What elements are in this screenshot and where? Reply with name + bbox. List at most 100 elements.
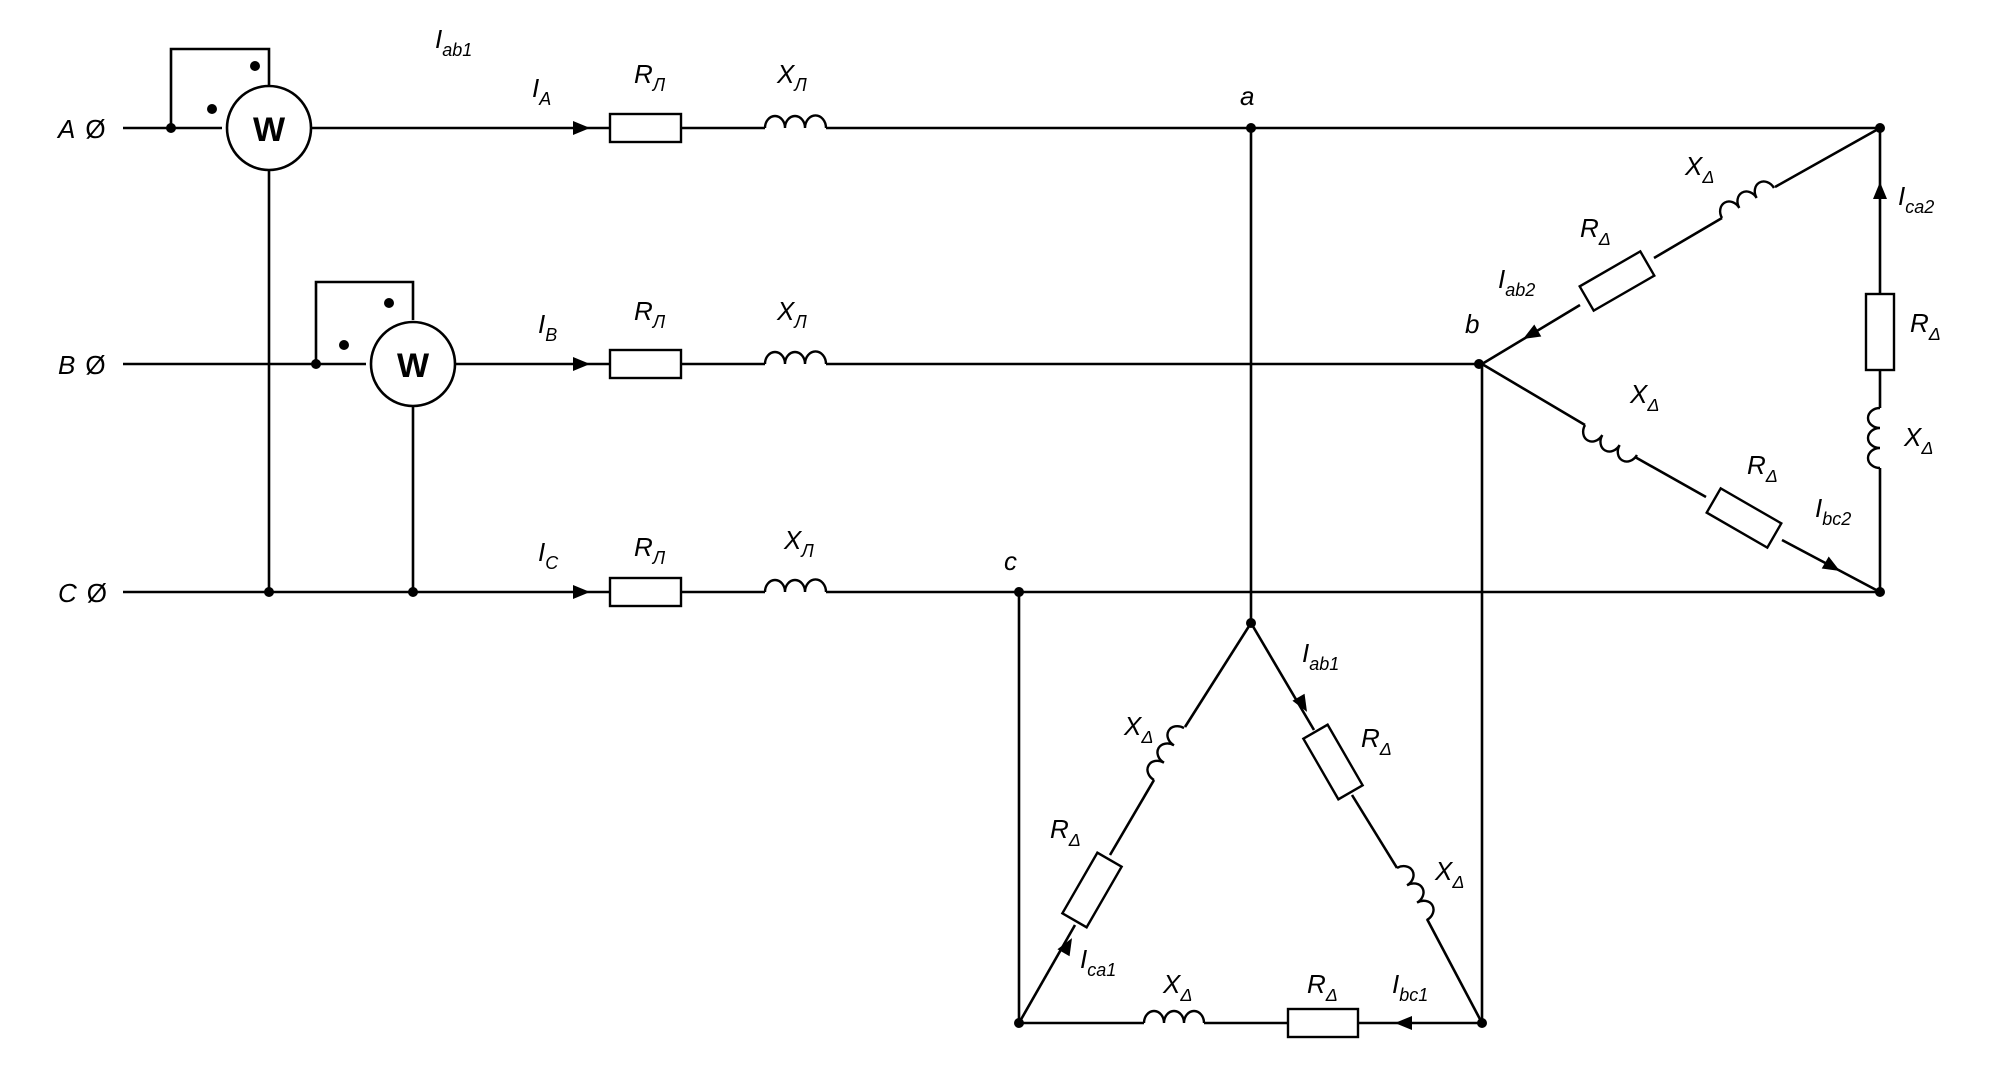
label-delta1-x-ab: XΔ	[1434, 856, 1464, 892]
label-delta2-r-ab: RΔ	[1580, 213, 1611, 249]
wire-node-b-down	[1479, 362, 1484, 1023]
delta1-side-ab	[1249, 622, 1316, 731]
delta1-side-ab	[1425, 918, 1484, 1024]
label-line-r: RЛ	[634, 59, 666, 95]
label-i-bc1: Ibc1	[1392, 969, 1428, 1005]
label-delta1-r-ca: RΔ	[1050, 814, 1081, 850]
wattmeter-2-label: W	[397, 347, 430, 385]
line-inductor-c	[763, 578, 828, 593]
delta1-inductor-ab	[1396, 864, 1435, 921]
delta1-resistor-ca	[1060, 851, 1124, 929]
label-delta2-x-ab: XΔ	[1684, 151, 1714, 187]
delta2-side-bc	[1634, 455, 1707, 499]
delta2-inductor-bc	[1581, 424, 1638, 463]
label-delta2-r-ca: RΔ	[1910, 308, 1941, 344]
delta2-resistor-bc	[1705, 486, 1783, 550]
line-inductor-a	[763, 114, 828, 129]
junction-dot	[1875, 587, 1885, 597]
inductors	[763, 114, 1881, 1024]
delta2-resistor-ab	[1578, 249, 1656, 313]
label-delta2-r-bc: RΔ	[1747, 450, 1778, 486]
junction-dot	[264, 587, 274, 597]
label-line-r: RЛ	[634, 296, 666, 332]
delta2-resistor-ca	[1864, 292, 1896, 372]
label-i-ab2: Iab2	[1498, 264, 1535, 300]
wattmeter-2-circle	[369, 320, 457, 408]
label-delta1-x-ca: XΔ	[1123, 711, 1153, 747]
arrow-i-c	[573, 585, 590, 599]
junction-dot	[166, 123, 176, 133]
delta1-resistor-ab	[1301, 723, 1365, 801]
delta2-side-ab	[1653, 216, 1723, 260]
label-i-ca1: Ica1	[1080, 944, 1116, 980]
line-resistor-b	[608, 348, 683, 380]
arrow-i-ca1	[1057, 938, 1072, 957]
arrow-i-ca2	[1873, 182, 1887, 199]
delta1-inductor-bc	[1142, 1009, 1206, 1024]
label-line-x: XЛ	[776, 296, 807, 332]
wattmeter-1: W	[207, 61, 313, 172]
delta1-resistor-bc	[1286, 1007, 1360, 1039]
wattmeter-1-link	[169, 47, 271, 128]
delta1-side-ca	[1017, 924, 1077, 1024]
arrow-i-bc1	[1395, 1016, 1412, 1030]
label-line-x: XЛ	[776, 59, 807, 95]
delta1-side-ca	[1108, 779, 1156, 856]
resistors	[608, 112, 1896, 1039]
label-i-c: IC	[538, 537, 559, 573]
label-delta2-x-bc: XΔ	[1629, 379, 1659, 415]
wattmeter-2-polarity-dot	[339, 340, 349, 350]
current-arrows	[573, 121, 1887, 1030]
label-delta2-x-ca: XΔ	[1903, 422, 1933, 458]
junction-dot-c	[1014, 587, 1024, 597]
junction-dot	[1246, 618, 1256, 628]
wattmeter-1-circle	[225, 84, 313, 172]
junction-dot	[311, 359, 321, 369]
arrow-i-a	[573, 121, 590, 135]
wattmeter-2-polarity-dot	[384, 298, 394, 308]
label-node-c: c	[1004, 546, 1017, 576]
wattmeter-2: W	[339, 298, 457, 408]
delta1-inductor-ca	[1146, 724, 1185, 782]
junction-dot-b	[1474, 359, 1484, 369]
delta2-inductor-ca	[1866, 406, 1881, 470]
arrow-i-b	[573, 357, 590, 371]
wattmeter-1-polarity-dot	[207, 104, 217, 114]
junction-dot	[1014, 1018, 1024, 1028]
delta1-side-ab	[1350, 794, 1399, 869]
label-delta1-x-bc: XΔ	[1162, 969, 1192, 1005]
arrow-i-bc2	[1821, 556, 1840, 571]
junction-dots	[166, 123, 1885, 1028]
line-resistor-c	[608, 576, 683, 608]
wattmeter-1-label: W	[253, 111, 286, 149]
label-line-x: XЛ	[783, 525, 814, 561]
junction-dot	[1477, 1018, 1487, 1028]
arrow-i-ab1	[1292, 693, 1307, 712]
wires	[123, 47, 1882, 1025]
label-line-r: RЛ	[634, 532, 666, 568]
delta2-inductor-ab	[1718, 180, 1775, 219]
label-i-bc2: Ibc2	[1815, 493, 1851, 529]
label-node-a: a	[1240, 81, 1254, 111]
label-top-current: Iab1	[435, 24, 472, 60]
label-node-b: b	[1465, 309, 1479, 339]
label-delta1-r-bc: RΔ	[1307, 969, 1338, 1005]
line-inductor-b	[763, 350, 828, 365]
delta1-side-ca	[1183, 622, 1253, 728]
delta2-side-ab	[1774, 126, 1881, 189]
label-i-b: IB	[538, 309, 557, 345]
delta2-side-bc	[1481, 362, 1586, 427]
arrow-i-ab2	[1523, 324, 1542, 339]
label-i-ca2: Ica2	[1898, 181, 1934, 217]
wattmeter-1-polarity-dot	[250, 61, 260, 71]
label-i-ab1: Iab1	[1302, 638, 1339, 674]
junction-dot-a	[1246, 123, 1256, 133]
label-delta1-r-ab: RΔ	[1361, 723, 1392, 759]
line-resistor-a	[608, 112, 683, 144]
junction-dot	[1875, 123, 1885, 133]
